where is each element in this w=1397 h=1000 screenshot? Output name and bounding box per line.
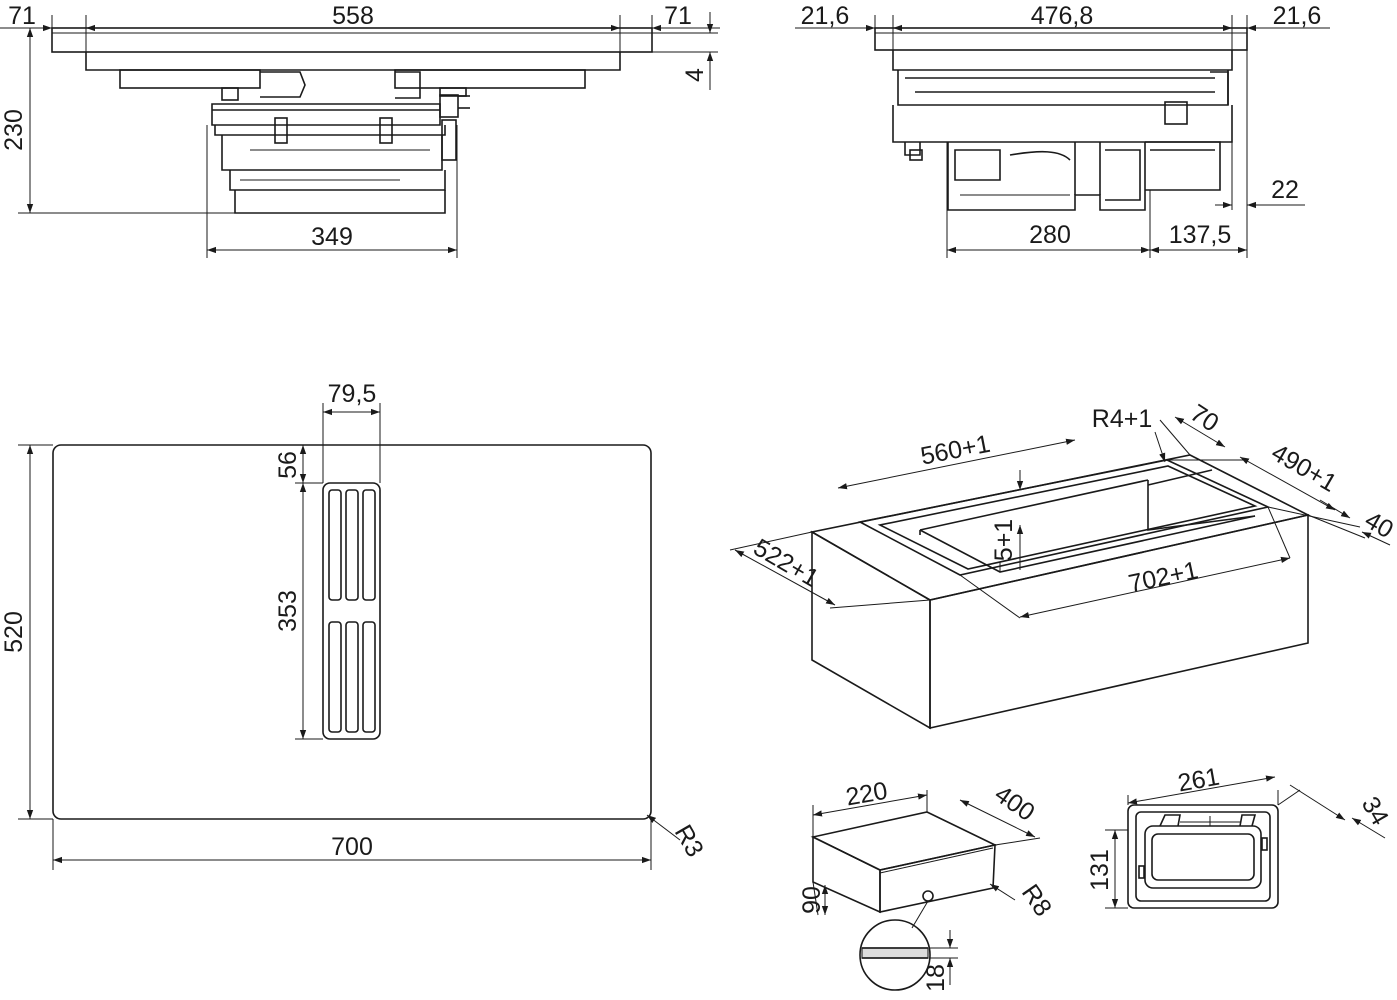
side-view: 71 558 71 4 230 349 xyxy=(0,2,720,258)
dim-duct-height: 90 xyxy=(798,886,826,914)
dim-cutout-recess: 5+1 xyxy=(990,519,1018,561)
front-view: 21,6 476,8 21,6 22 280 137,5 xyxy=(795,2,1330,258)
front-motor-body xyxy=(947,141,1221,211)
front-glass-top xyxy=(874,27,1248,51)
dim-front-left: 21,6 xyxy=(801,2,850,30)
seal-detail xyxy=(859,919,958,991)
cabinet-front-face xyxy=(929,514,1309,729)
dim-duct-length: 400 xyxy=(989,780,1039,827)
dim-top-width: 700 xyxy=(331,833,373,861)
dim-side-right: 71 xyxy=(664,2,692,30)
dim-front-right: 21,6 xyxy=(1273,2,1322,30)
dim-glass-thickness: 4 xyxy=(681,68,709,82)
dim-frame-depth: 34 xyxy=(1356,792,1394,830)
vent-grille xyxy=(322,482,381,740)
dim-vent-width: 79,5 xyxy=(328,380,377,408)
dim-top-depth: 520 xyxy=(0,611,28,653)
dim-side-height: 230 xyxy=(0,109,28,151)
duct-top-face xyxy=(810,811,998,871)
dim-cutout-side: 40 xyxy=(1360,506,1397,544)
frame-outer xyxy=(1127,804,1279,909)
dim-frame-height: 131 xyxy=(1086,849,1114,891)
duct-front-face xyxy=(879,843,996,913)
dim-duct-width: 220 xyxy=(844,777,890,812)
dim-frame-width: 261 xyxy=(1176,763,1222,798)
dim-front-body: 280 xyxy=(1029,221,1071,249)
dim-seal-thickness: 18 xyxy=(922,964,950,992)
dim-vent-offset: 56 xyxy=(274,451,302,479)
dim-cutout-rear: 70 xyxy=(1185,399,1224,438)
dim-body-width: 349 xyxy=(311,223,353,251)
side-motor-body xyxy=(211,87,470,214)
dim-corner-radius: R3 xyxy=(669,820,709,862)
top-view: 79,5 56 353 520 700 R3 xyxy=(0,380,709,870)
dim-cutout-radius: R4+1 xyxy=(1092,405,1152,433)
side-glass-top xyxy=(51,27,653,53)
hob-top-outline xyxy=(52,444,652,820)
dim-side-width: 558 xyxy=(332,2,374,30)
dim-front-width: 476,8 xyxy=(1031,2,1094,30)
dim-vent-length: 353 xyxy=(274,590,302,632)
dim-cutout-depth: 490+1 xyxy=(1267,438,1342,497)
dim-front-right-gap: 22 xyxy=(1271,176,1299,204)
duct-view: 220 400 90 R8 18 xyxy=(798,777,1057,992)
dim-duct-radius: R8 xyxy=(1016,879,1057,921)
dim-side-left: 71 xyxy=(8,2,36,30)
dim-front-offset: 137,5 xyxy=(1169,221,1232,249)
cabinet-left-face xyxy=(811,530,931,730)
frame-opening xyxy=(1144,825,1262,889)
dim-cabinet-width: 702+1 xyxy=(1126,556,1201,598)
frame-view: 261 131 34 xyxy=(1086,763,1394,909)
cutout-view: 560+1 R4+1 70 490+1 40 5+1 522+1 702+1 xyxy=(729,399,1397,730)
